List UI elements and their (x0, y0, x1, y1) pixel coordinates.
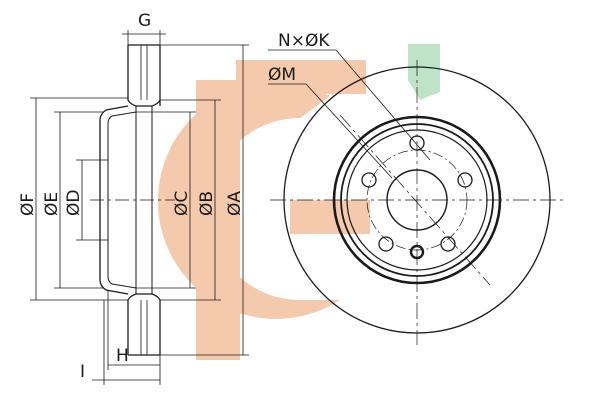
label-g: G (138, 11, 151, 31)
label-c: ØC (172, 191, 192, 216)
label-a: ØA (225, 191, 245, 216)
side-view-friction-ring-bottom (127, 293, 161, 355)
label-e: ØE (42, 192, 62, 216)
side-view (90, 44, 175, 356)
watermark-logo (157, 44, 440, 360)
leader-nk (335, 49, 431, 161)
watermark-orange-bar-mid (290, 200, 370, 234)
label-b: ØB (197, 191, 217, 216)
label-m: ØM (268, 65, 296, 85)
label-d: ØD (64, 190, 84, 216)
label-nk: N×ØK (278, 31, 330, 51)
side-view-friction-ring-top (127, 45, 161, 107)
label-f: ØF (18, 193, 38, 216)
bolt-hole-5 (361, 172, 377, 188)
watermark-green-chevron (408, 44, 440, 100)
watermark-orange-bar-left (196, 80, 240, 360)
label-h: H (116, 346, 129, 366)
bolt-hole-4 (378, 236, 394, 252)
bolt-hole-2 (457, 172, 473, 188)
side-view-hat (99, 100, 161, 295)
label-i: I (80, 362, 85, 382)
front-view (268, 49, 565, 345)
dimension-labels: G ØF ØE ØD ØC ØB ØA H I N×ØK ØM (18, 11, 330, 382)
leader-m (305, 83, 393, 179)
side-view-dimensions (30, 30, 249, 385)
watermark-orange-bar-top (236, 60, 366, 94)
